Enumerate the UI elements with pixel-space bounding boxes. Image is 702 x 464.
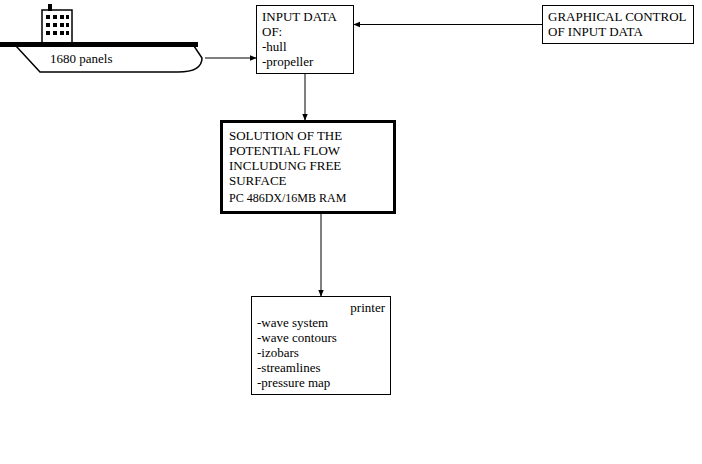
node-label: 1680 panels [50,51,112,66]
node-line: PC 486DX/16MB RAM [229,191,387,206]
node-line: -wave contours [257,330,385,345]
flow-arrow [354,24,542,25]
flow-arrow [305,74,306,120]
flow-arrow [205,58,256,59]
node-label: SOLUTION OF THE POTENTIAL FLOW INCLUDUNG… [229,128,387,188]
output-box: printer-wave system-wave contours-izobar… [251,296,391,395]
ship-hull: 1680 panels [0,42,205,74]
flow-arrow [321,214,322,296]
input-box: INPUT DATA OF:-hull-propeller [256,5,354,74]
node-label: INPUT DATA OF: [262,9,348,39]
solver-box: SOLUTION OF THE POTENTIAL FLOW INCLUDUNG… [220,120,396,214]
node-label: GRAPHICAL CONTROL OF INPUT DATA [548,9,688,39]
node-line: -wave system [257,315,385,330]
node-line: -streamlines [257,360,385,375]
node-line: -propeller [262,54,348,69]
node-label: printer [257,300,385,315]
node-line: -pressure map [257,375,385,390]
node-line: -izobars [257,345,385,360]
control-box: GRAPHICAL CONTROL OF INPUT DATA [542,5,694,44]
node-line: -hull [262,39,348,54]
